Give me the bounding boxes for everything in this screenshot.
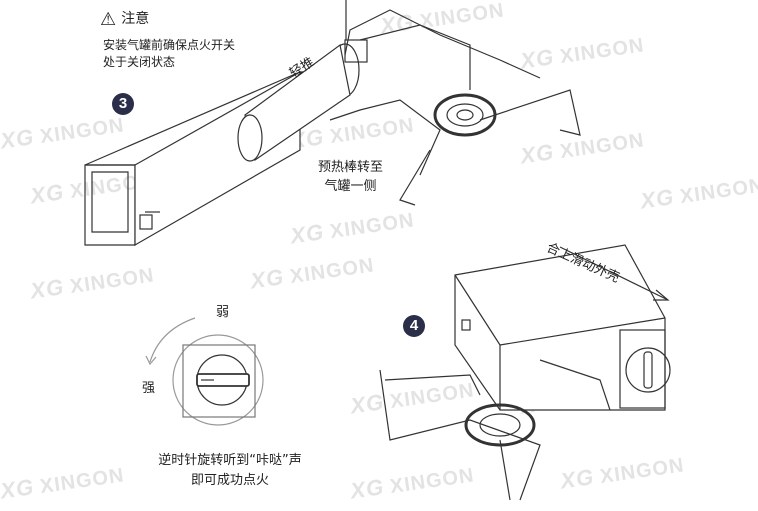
counterclockwise-arrow <box>149 317 196 363</box>
weak-label: 弱 <box>216 305 230 320</box>
instruction-line: 逆时针旋转听到“咔哒”声 <box>158 453 302 468</box>
step4-burner <box>464 403 536 447</box>
notice-title: 注意 <box>121 11 150 27</box>
notice-header: ⚠ 注意 <box>100 8 149 30</box>
preheat-line: 气罐一侧 <box>324 179 377 194</box>
ignition-instruction: 逆时针旋转听到“咔哒”声 即可成功点火 <box>130 451 330 491</box>
notice-line: 处于关闭状态 <box>103 55 176 69</box>
gas-canister <box>237 43 360 162</box>
step-3-badge: 3 <box>112 93 134 115</box>
slide-direction-arrow <box>559 246 670 301</box>
step4-burner-frame <box>379 359 611 501</box>
step4-stove-casing <box>454 244 671 411</box>
notice-line: 安装气罐前确保点火开关 <box>103 38 236 52</box>
step-4-badge: 4 <box>403 315 425 337</box>
strong-label: 强 <box>142 381 156 396</box>
ignition-dial <box>172 334 264 426</box>
preheat-line: 预热棒转至 <box>318 160 384 175</box>
step3-burner-frame <box>329 0 581 206</box>
preheat-text: 预热棒转至 气罐一侧 <box>318 158 383 196</box>
instruction-line: 即可成功点火 <box>190 473 269 488</box>
step3-burner <box>433 93 497 137</box>
warning-triangle-icon: ⚠ <box>100 9 117 30</box>
notice-text: 安装气罐前确保点火开关 处于关闭状态 <box>103 37 235 71</box>
